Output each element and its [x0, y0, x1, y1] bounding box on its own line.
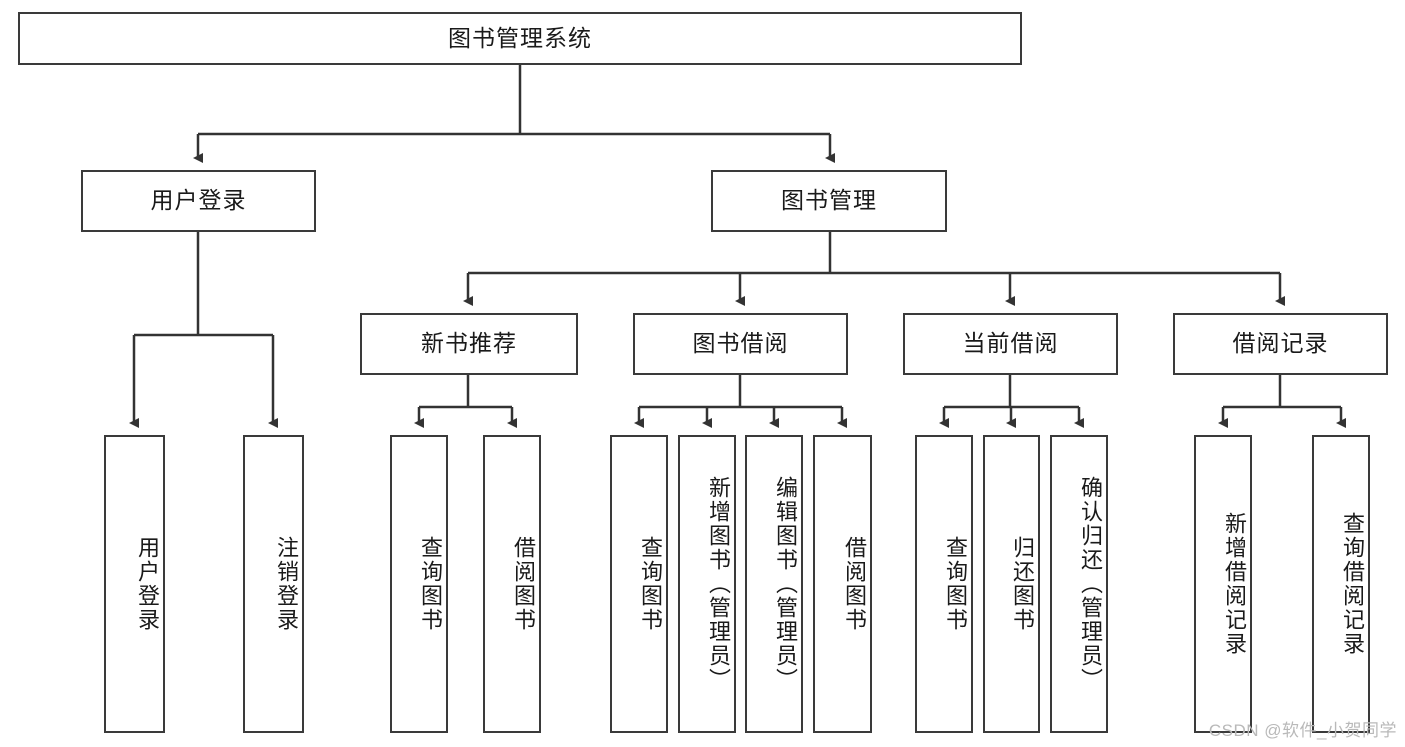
- node-leaf-user-logout-label: 注销登录: [274, 536, 299, 632]
- node-leaf-query-book-borrow[interactable]: 查询图书: [610, 435, 668, 733]
- node-book-management[interactable]: 图书管理: [711, 170, 947, 232]
- node-user-login-label: 用户登录: [150, 187, 247, 214]
- node-current-borrow[interactable]: 当前借阅: [903, 313, 1118, 375]
- node-leaf-query-book-cur[interactable]: 查询图书: [915, 435, 973, 733]
- node-leaf-borrow-book-rec[interactable]: 借阅图书: [483, 435, 541, 733]
- node-leaf-add-book-admin-label: 新增图书（管理员）: [706, 476, 731, 692]
- node-borrow-record-label: 借阅记录: [1232, 330, 1329, 357]
- node-current-borrow-label: 当前借阅: [962, 330, 1059, 357]
- node-leaf-query-borrow-record-label: 查询借阅记录: [1340, 512, 1365, 656]
- node-borrow-record[interactable]: 借阅记录: [1173, 313, 1388, 375]
- node-book-management-label: 图书管理: [781, 187, 877, 214]
- node-leaf-user-login-label: 用户登录: [135, 536, 160, 632]
- node-leaf-user-logout[interactable]: 注销登录: [243, 435, 304, 733]
- node-leaf-borrow-book[interactable]: 借阅图书: [813, 435, 872, 733]
- node-leaf-edit-book-admin[interactable]: 编辑图书（管理员）: [745, 435, 803, 733]
- node-leaf-query-book-borrow-label: 查询图书: [638, 536, 663, 632]
- node-leaf-query-book-rec-label: 查询图书: [418, 536, 443, 632]
- node-root-label: 图书管理系统: [448, 24, 592, 51]
- node-leaf-borrow-book-rec-label: 借阅图书: [511, 536, 536, 632]
- node-leaf-confirm-return-admin-label: 确认归还（管理员）: [1078, 476, 1103, 692]
- node-leaf-confirm-return-admin[interactable]: 确认归还（管理员）: [1050, 435, 1108, 733]
- node-leaf-borrow-book-label: 借阅图书: [842, 536, 867, 632]
- node-leaf-query-book-rec[interactable]: 查询图书: [390, 435, 448, 733]
- node-leaf-add-book-admin[interactable]: 新增图书（管理员）: [678, 435, 736, 733]
- node-leaf-query-borrow-record[interactable]: 查询借阅记录: [1312, 435, 1370, 733]
- watermark-text: CSDN @软件_小贺同学: [1208, 721, 1397, 740]
- node-leaf-add-borrow-record-label: 新增借阅记录: [1222, 512, 1247, 656]
- node-leaf-edit-book-admin-label: 编辑图书（管理员）: [773, 476, 798, 692]
- node-leaf-add-borrow-record[interactable]: 新增借阅记录: [1194, 435, 1252, 733]
- node-book-borrow[interactable]: 图书借阅: [633, 313, 848, 375]
- node-leaf-query-book-cur-label: 查询图书: [943, 536, 968, 632]
- node-leaf-return-book[interactable]: 归还图书: [983, 435, 1040, 733]
- node-user-login[interactable]: 用户登录: [81, 170, 316, 232]
- node-leaf-return-book-label: 归还图书: [1010, 536, 1035, 632]
- node-new-book-recommend-label: 新书推荐: [421, 330, 517, 357]
- node-leaf-user-login[interactable]: 用户登录: [104, 435, 165, 733]
- node-new-book-recommend[interactable]: 新书推荐: [360, 313, 578, 375]
- node-book-borrow-label: 图书借阅: [692, 330, 789, 357]
- node-root[interactable]: 图书管理系统: [18, 12, 1022, 65]
